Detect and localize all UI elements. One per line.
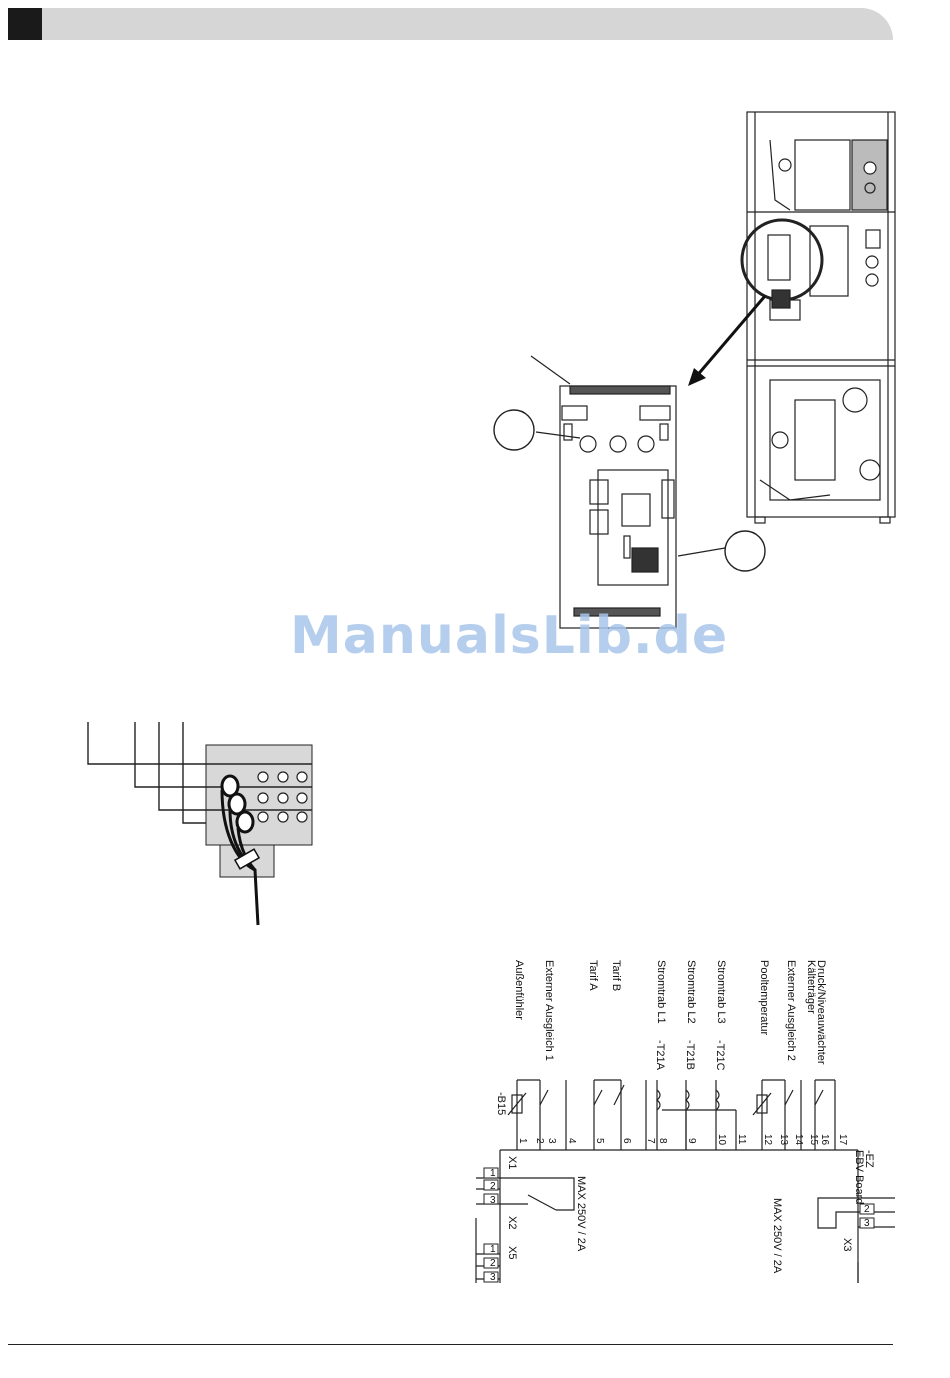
tag-t21b: -T21B — [684, 1040, 696, 1070]
x5-pin-2: 2 — [490, 1258, 496, 1269]
terminal-9: 9 — [686, 1138, 697, 1144]
terminal-6: 6 — [621, 1138, 632, 1144]
chapter-marker — [8, 8, 42, 40]
rating-x2: MAX 250V / 2A — [575, 1176, 587, 1252]
x5-pin-3: 3 — [490, 1272, 496, 1283]
connector-x5: X5 — [506, 1246, 518, 1259]
label-stromtrab-l2: Stromtrab L2 — [685, 960, 697, 1024]
label-aussenfuehler: Außenfühler — [513, 960, 525, 1020]
connector-x3: X3 — [841, 1238, 853, 1251]
header-bar — [8, 8, 893, 40]
label-kaeltetraeger: Kälteträger — [805, 960, 817, 1014]
terminal-13: 13 — [778, 1134, 789, 1146]
label-ext-ausgleich-2: Externer Ausgleich 2 — [785, 960, 797, 1061]
board-name: EBV Board — [853, 1150, 865, 1204]
terminal-16: 16 — [819, 1134, 830, 1146]
x2-pin-3: 3 — [490, 1195, 496, 1206]
x2-pin-2: 2 — [490, 1181, 496, 1192]
terminal-3: 3 — [546, 1138, 557, 1144]
terminal-14: 14 — [793, 1134, 804, 1146]
rating-x3: MAX 250V / 2A — [771, 1198, 783, 1274]
terminal-5: 5 — [594, 1138, 605, 1144]
label-tarif-b: Tarif B — [610, 960, 622, 991]
label-stromtrab-l1: Stromtrab L1 — [655, 960, 667, 1024]
terminal-17: 17 — [837, 1134, 848, 1146]
tag-t21c: -T21C — [714, 1040, 726, 1071]
x3-pin-3: 3 — [864, 1218, 870, 1229]
terminal-12: 12 — [762, 1134, 773, 1146]
label-pooltemperatur: Pooltemperatur — [758, 960, 770, 1036]
terminal-8: 8 — [657, 1138, 668, 1144]
terminal-1: 1 — [517, 1138, 528, 1144]
footer-rule — [8, 1344, 893, 1345]
connector-x1: X1 — [506, 1156, 518, 1169]
board-tag: -EZ — [863, 1150, 875, 1168]
terminal-15: 15 — [808, 1134, 819, 1146]
terminal-11: 11 — [736, 1134, 747, 1145]
tag-b15: -B15 — [495, 1092, 507, 1115]
header-band — [42, 8, 893, 40]
tag-t21a: -T21A — [654, 1040, 666, 1071]
terminal-7: 7 — [645, 1138, 656, 1144]
x3-pin-2: 2 — [864, 1204, 870, 1215]
x2-pin-1: 1 — [490, 1168, 496, 1179]
label-tarif-a: Tarif A — [587, 960, 599, 991]
label-druck-niveau: Druck/Niveauwächter — [815, 960, 827, 1065]
label-ext-ausgleich-1: Externer Ausgleich 1 — [543, 960, 555, 1061]
terminal-4: 4 — [566, 1138, 577, 1144]
terminal-10: 10 — [716, 1134, 727, 1146]
label-stromtrab-l3: Stromtrab L3 — [715, 960, 727, 1024]
watermark: ManualsLib.de — [290, 606, 729, 666]
x5-pin-1: 1 — [490, 1244, 496, 1255]
terminal-2: 2 — [534, 1138, 545, 1144]
connector-x2: X2 — [506, 1216, 518, 1229]
